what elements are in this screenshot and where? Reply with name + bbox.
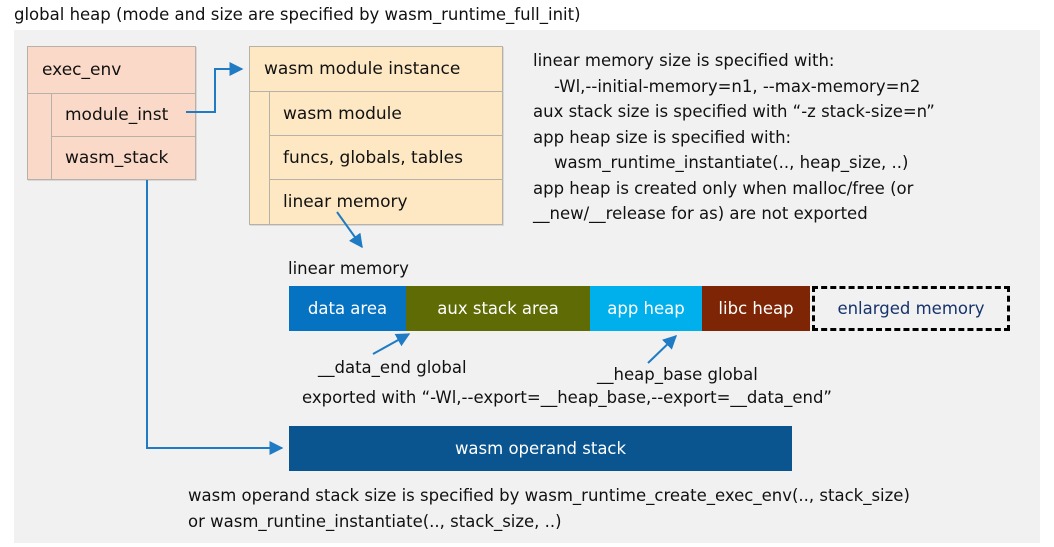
operand-stack-note: wasm operand stack size is specified by … — [188, 486, 910, 531]
exec-env-field-wasm-stack: wasm_stack — [65, 147, 169, 168]
linear-memory-strip: data area aux stack area app heap libc h… — [289, 286, 1010, 331]
memory-segment-app-heap: app heap — [590, 286, 702, 331]
export-flags-note: exported with “-Wl,--export=__heap_base,… — [302, 388, 832, 407]
linear-memory-notes: linear memory size is specified with: -W… — [533, 51, 935, 223]
memory-segment-libc-heap: libc heap — [702, 286, 810, 331]
memory-segment-aux-stack-area: aux stack area — [406, 286, 590, 331]
wasm-module-instance-header: wasm module instance — [250, 47, 502, 92]
module-field-wasm-module: wasm module — [270, 92, 502, 136]
wasm-operand-stack-box: wasm operand stack — [289, 426, 792, 471]
exec-env-body: module_inst wasm_stack — [28, 94, 195, 179]
wasm-module-instance-gutter — [250, 92, 270, 225]
memory-segment-enlarged-memory: enlarged memory — [812, 286, 1010, 331]
wasm-module-instance-body: wasm module funcs, globals, tables linea… — [250, 92, 502, 225]
module-field-linear-memory: linear memory — [283, 192, 408, 212]
exec-env-rows: module_inst wasm_stack — [52, 94, 195, 179]
exec-env-box: exec_env module_inst wasm_stack — [27, 46, 196, 180]
exec-env-header: exec_env — [28, 47, 195, 94]
heap-base-global-label: __heap_base global — [597, 365, 758, 384]
wasm-module-instance-rows: wasm module funcs, globals, tables linea… — [270, 92, 502, 225]
linear-memory-strip-label: linear memory — [288, 259, 409, 278]
wasm-module-instance-box: wasm module instance wasm module funcs, … — [249, 46, 503, 225]
page-title: global heap (mode and size are specified… — [14, 5, 581, 24]
exec-env-gutter — [28, 94, 52, 179]
data-end-global-label: __data_end global — [318, 358, 467, 377]
module-field-funcs-globals-tables: funcs, globals, tables — [270, 136, 502, 180]
exec-env-field-module-inst: module_inst — [52, 94, 195, 137]
memory-segment-data-area: data area — [289, 286, 406, 331]
